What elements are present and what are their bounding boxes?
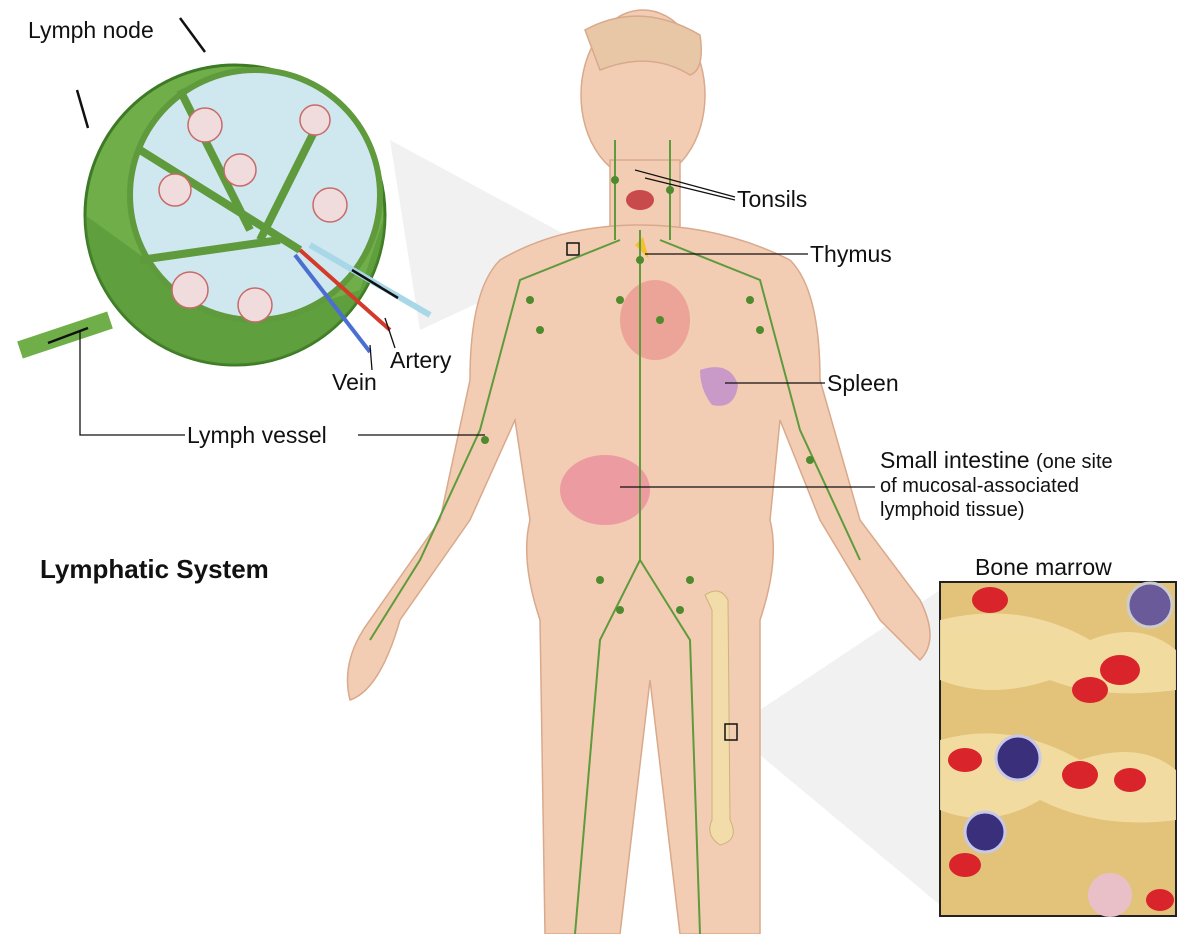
small-intestine-note: (one site [1035, 451, 1113, 473]
label-lymph-vessel: Lymph vessel [187, 422, 327, 448]
label-spleen: Spleen [827, 370, 899, 396]
heart [620, 280, 690, 360]
label-thymus: Thymus [810, 241, 892, 267]
label-lymph-node: Lymph node [28, 17, 154, 43]
label-artery: Artery [390, 347, 452, 373]
leader-lines [79, 169, 875, 488]
label-small-intestine-note-3: lymphoid tissue) [880, 499, 1025, 521]
label-vein: Vein [332, 369, 377, 395]
bone-marrow-zoom-wedge [730, 590, 940, 905]
bone-marrow-inset [939, 581, 1177, 917]
human-body [346, 9, 931, 934]
label-small-intestine: Small intestine (one site [880, 447, 1113, 473]
label-tonsils: Tonsils [737, 186, 808, 212]
spleen-organ [700, 367, 738, 406]
lymph-node-inset [17, 17, 432, 367]
small-intestine-organ [560, 455, 650, 525]
lymph-node-marker [566, 242, 580, 256]
small-intestine-name: Small intestine [880, 447, 1030, 473]
label-small-intestine-note-2: of mucosal-associated [880, 475, 1079, 497]
mouth-tonsils [626, 190, 654, 210]
lymph-vessels [369, 140, 861, 934]
bone-marrow-marker [724, 723, 738, 741]
lymph-nodes-body [481, 176, 814, 614]
label-bone-marrow: Bone marrow [975, 554, 1112, 580]
diagram-title: Lymphatic System [40, 554, 269, 584]
femur-bone [704, 590, 734, 846]
lymph-node-zoom-wedge [390, 140, 575, 330]
